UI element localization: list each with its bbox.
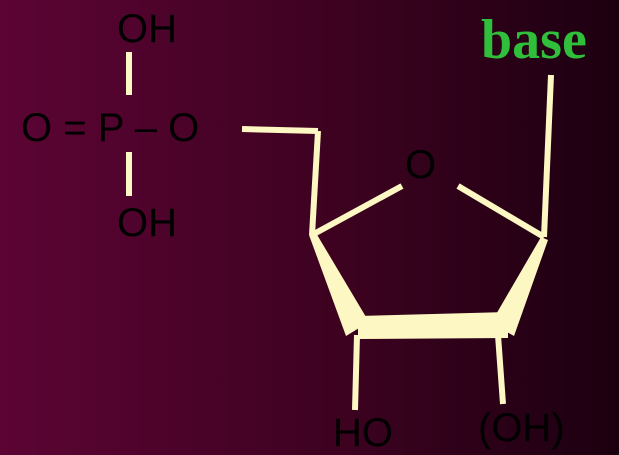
ch2-c4-bond xyxy=(309,130,321,236)
ring-o-c1-bond xyxy=(456,183,546,240)
ring-oxygen: O xyxy=(405,143,437,187)
phosphate-oh-top: OH xyxy=(117,7,177,51)
ho-label: HO xyxy=(333,411,393,455)
c1-base-bond xyxy=(541,74,554,238)
base-label: base xyxy=(481,9,587,71)
phosphate-oh-bottom: OH xyxy=(117,201,177,245)
oh-parenthetical-label: (OH) xyxy=(478,406,565,450)
c3-ho-bond xyxy=(352,334,360,411)
thick-bottom-bond xyxy=(358,312,508,339)
c4-ring-o-bond xyxy=(310,183,404,238)
wedge-left-bond xyxy=(309,233,369,336)
o-ch2-bond xyxy=(241,126,319,134)
wedge-right-bond xyxy=(491,237,548,336)
c2-oh-bond xyxy=(495,334,506,405)
phosphate-row: O = P – O xyxy=(21,106,200,150)
